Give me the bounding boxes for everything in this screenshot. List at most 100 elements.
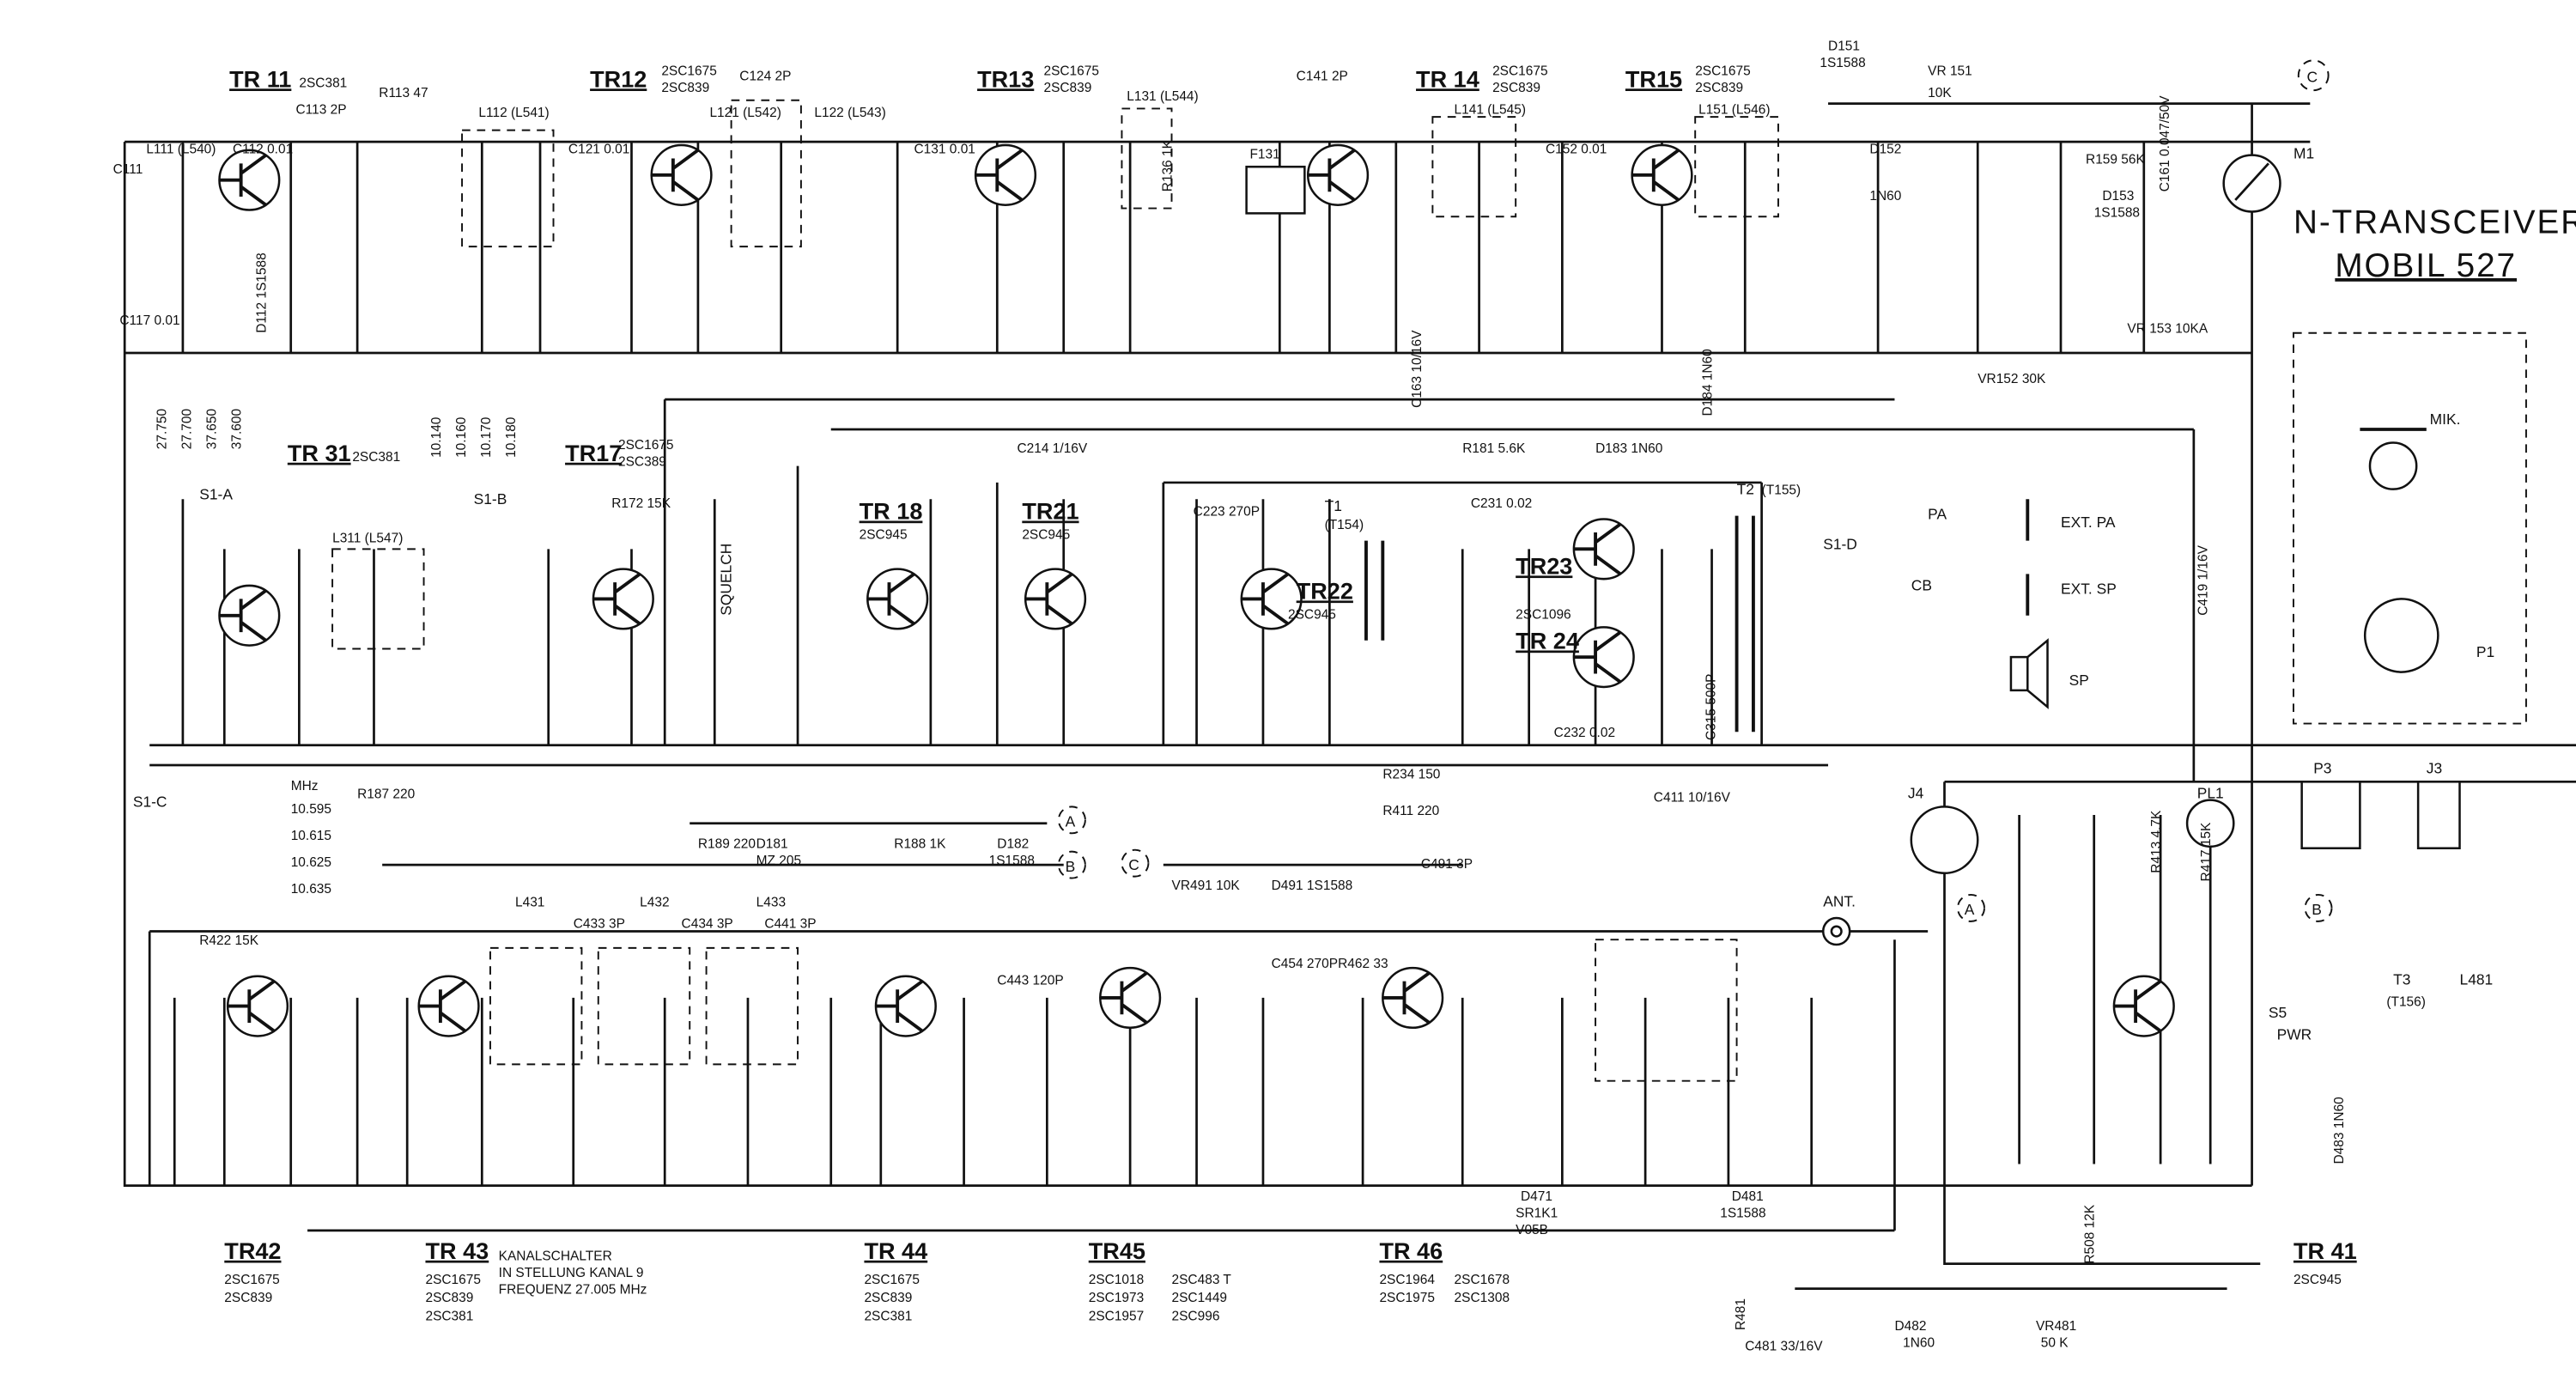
svg-text:TR 31: TR 31: [288, 440, 351, 466]
svg-text:C231 0.02: C231 0.02: [1471, 496, 1532, 511]
svg-text:D184 1N60: D184 1N60: [1701, 349, 1716, 416]
svg-text:ANT.: ANT.: [1823, 892, 1856, 909]
svg-text:EXT. SP: EXT. SP: [2061, 581, 2117, 598]
svg-text:J3: J3: [2427, 760, 2442, 777]
svg-text:C441 3P: C441 3P: [764, 917, 816, 932]
svg-text:2SC839: 2SC839: [224, 1291, 272, 1305]
transistor-leads: [975, 149, 1024, 202]
svg-text:C443 120P: C443 120P: [997, 973, 1063, 988]
part-labels: SQUELCH ANT. S5 PWR EXT. PA EXT. SP SP P…: [133, 145, 2494, 1043]
transistor-leads: [219, 589, 267, 642]
svg-text:L122 (L543): L122 (L543): [814, 106, 885, 120]
svg-text:2SC1678: 2SC1678: [1455, 1273, 1510, 1287]
svg-text:T3: T3: [2393, 970, 2410, 988]
svg-text:TR42: TR42: [224, 1237, 281, 1264]
svg-text:2SC945: 2SC945: [860, 528, 908, 543]
svg-text:TR 46: TR 46: [1379, 1237, 1443, 1264]
svg-text:2SC945: 2SC945: [2293, 1273, 2342, 1287]
connector-c: C: [1121, 848, 1150, 878]
svg-text:2SC945: 2SC945: [1022, 528, 1070, 543]
svg-text:P3: P3: [2313, 760, 2331, 777]
transistor-leads: [228, 980, 276, 1033]
transistor-leads: [651, 149, 700, 202]
svg-text:TR 14: TR 14: [1416, 65, 1479, 92]
svg-text:C112 0.01: C112 0.01: [233, 143, 293, 157]
svg-text:2SC1018: 2SC1018: [1089, 1273, 1145, 1287]
svg-text:C131 0.01: C131 0.01: [914, 143, 975, 157]
svg-text:C161 0.047/50V: C161 0.047/50V: [2158, 95, 2172, 192]
svg-text:L431: L431: [515, 895, 544, 909]
svg-text:B: B: [2312, 901, 2322, 918]
svg-text:L111 (L540): L111 (L540): [146, 143, 216, 157]
svg-text:R417 15K: R417 15K: [2199, 822, 2214, 881]
svg-text:R189 220: R189 220: [698, 837, 756, 852]
svg-text:D181: D181: [756, 837, 788, 852]
svg-text:2SC1096: 2SC1096: [1516, 608, 1571, 623]
svg-text:2SC839: 2SC839: [1043, 81, 1091, 95]
transistor-leads: [1573, 630, 1622, 684]
svg-text:2SC839: 2SC839: [1492, 81, 1540, 95]
svg-text:(T155): (T155): [1762, 483, 1801, 497]
transistor-leads: [2113, 980, 2162, 1033]
svg-text:VR 151: VR 151: [1928, 64, 1972, 79]
svg-text:D483 1N60: D483 1N60: [2332, 1097, 2347, 1164]
svg-text:10K: 10K: [1928, 86, 1952, 100]
svg-text:2SC1675: 2SC1675: [1695, 64, 1751, 79]
connector-c-top: C: [2297, 59, 2330, 92]
svg-text:R181 5.6K: R181 5.6K: [1462, 441, 1526, 456]
svg-text:2SC389: 2SC389: [618, 455, 666, 470]
svg-text:2SC1975: 2SC1975: [1379, 1291, 1435, 1305]
transistor-symbols: [218, 143, 2175, 1037]
svg-text:2SC1675: 2SC1675: [661, 64, 717, 79]
wiring: [123, 99, 2576, 1290]
connector-a: A: [1057, 806, 1086, 835]
transistor-leads: [418, 980, 467, 1033]
svg-text:V05B: V05B: [1516, 1223, 1548, 1237]
svg-text:A: A: [1965, 901, 1975, 918]
svg-text:10.625: 10.625: [291, 855, 331, 870]
svg-text:D153: D153: [2102, 189, 2134, 204]
svg-text:TR 11: TR 11: [229, 65, 291, 92]
svg-text:27.750: 27.750: [155, 409, 170, 449]
svg-text:R481: R481: [1734, 1298, 1748, 1330]
svg-text:C: C: [2306, 68, 2318, 85]
svg-text:S5: S5: [2269, 1004, 2287, 1021]
svg-text:2SC381: 2SC381: [425, 1309, 473, 1323]
svg-text:1N60: 1N60: [1903, 1335, 1935, 1350]
svg-text:S1-C: S1-C: [133, 793, 167, 810]
svg-text:C481 33/16V: C481 33/16V: [1745, 1339, 1823, 1353]
svg-text:CB: CB: [1911, 577, 1932, 594]
svg-text:2SC1675: 2SC1675: [618, 438, 674, 453]
svg-text:D183 1N60: D183 1N60: [1595, 441, 1662, 456]
svg-text:L151 (L546): L151 (L546): [1698, 102, 1770, 117]
svg-text:F131: F131: [1249, 148, 1279, 162]
svg-text:A: A: [1066, 813, 1076, 830]
svg-text:2SC381: 2SC381: [299, 76, 347, 90]
svg-text:10.635: 10.635: [291, 882, 331, 897]
svg-text:J4: J4: [1908, 785, 1924, 802]
transistor-leads: [1573, 522, 1622, 575]
svg-text:2SC996: 2SC996: [1172, 1309, 1220, 1323]
svg-text:C111: C111: [113, 162, 143, 177]
svg-text:D182: D182: [997, 837, 1029, 852]
svg-text:10.170: 10.170: [479, 417, 494, 458]
svg-text:10.160: 10.160: [454, 417, 469, 458]
svg-text:L131 (L544): L131 (L544): [1127, 89, 1198, 104]
transistor-leads: [867, 572, 915, 626]
svg-text:2SC1675: 2SC1675: [864, 1273, 920, 1287]
svg-text:2SC1675: 2SC1675: [224, 1273, 280, 1287]
svg-text:R113 47: R113 47: [379, 86, 428, 100]
svg-text:L481: L481: [2460, 970, 2494, 988]
svg-text:D152: D152: [1869, 143, 1901, 157]
svg-text:VR481: VR481: [2036, 1319, 2076, 1334]
svg-text:P1: P1: [2476, 643, 2494, 660]
svg-text:L141 (L545): L141 (L545): [1455, 102, 1526, 117]
